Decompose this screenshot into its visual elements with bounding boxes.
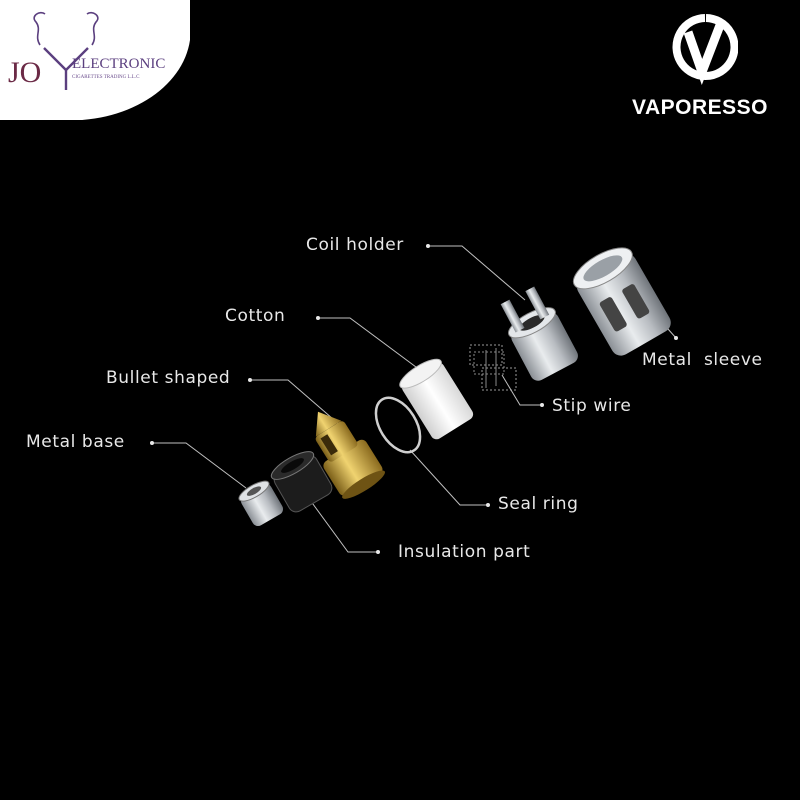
leader-coil-holder	[428, 245, 526, 301]
label-bullet-shaped: Bullet shaped	[106, 368, 231, 388]
vaporesso-wordmark: VAPORESSO	[632, 96, 768, 119]
joy-smoke-icon	[33, 11, 99, 90]
label-cotton: Cotton	[225, 306, 286, 326]
leader-metal-base	[152, 442, 247, 489]
leader-seal-ring	[409, 449, 488, 506]
leader-bullet	[250, 379, 349, 433]
bullet-shaped-part	[315, 411, 385, 499]
seal-ring-part	[374, 396, 422, 454]
joy-sub: CIGARETTES TRADING L.L.C	[72, 75, 140, 80]
stip-wire-part	[469, 344, 517, 391]
metal-base-part	[238, 480, 284, 527]
label-coil-holder: Coil holder	[306, 235, 404, 255]
leader-cotton	[318, 317, 421, 371]
leader-stip-wire	[501, 374, 542, 406]
leader-insulation	[309, 499, 378, 553]
label-insulation-part: Insulation part	[398, 542, 531, 562]
metal-sleeve-part	[572, 247, 671, 356]
joy-name: ELECTRONIC	[72, 56, 165, 72]
label-seal-ring: Seal ring	[498, 494, 579, 514]
label-stip-wire: Stip wire	[552, 396, 632, 416]
label-metal-sleeve: Metal sleeve	[642, 350, 763, 370]
label-metal-base: Metal base	[26, 432, 125, 452]
joy-mark: JO	[8, 56, 41, 89]
cotton-part	[399, 358, 474, 440]
vaporesso-v-icon	[672, 14, 738, 86]
insulation-part	[270, 451, 333, 513]
joy-logo: JO ELECTRONIC CIGARETTES TRADING L.L.C	[0, 0, 190, 120]
coil-holder-part	[500, 286, 578, 381]
